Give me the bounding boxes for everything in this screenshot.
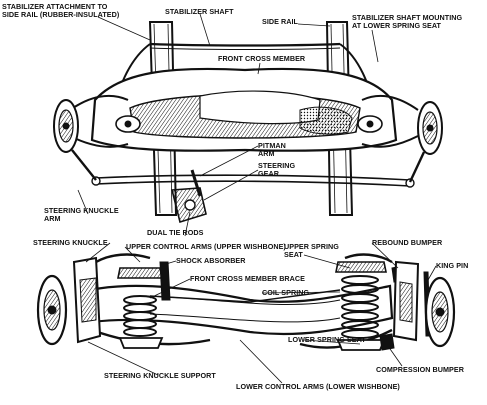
- label-king-pin: KING PIN: [436, 261, 469, 270]
- label-steering-knuckle: STEERING KNUCKLE: [33, 238, 108, 247]
- label-upper-spring-seat: UPPER SPRING SEAT: [284, 242, 339, 260]
- label-lower-control-arms: LOWER CONTROL ARMS (LOWER WISHBONE): [236, 382, 400, 391]
- front-cross-member: [90, 67, 398, 152]
- upper-spring-seat-right: [335, 261, 387, 273]
- lower-spring-seat-right: [336, 339, 386, 351]
- leader-lines: [77, 13, 437, 384]
- label-steering-gear: STEERING GEAR: [258, 161, 296, 179]
- coil-spring-left: [123, 295, 157, 337]
- dual-tie-rods: [91, 174, 415, 188]
- label-steering-knuckle-support: STEERING KNUCKLE SUPPORT: [104, 371, 216, 380]
- shock-absorber: [159, 261, 171, 301]
- label-dual-tie-rods: DUAL TIE RODS: [147, 228, 204, 237]
- wheel-hub-right-front: [424, 276, 456, 348]
- lower-arm-right-top: [361, 135, 419, 148]
- label-upper-control-arms: UPPER CONTROL ARMS (UPPER WISHBONE): [126, 242, 286, 251]
- label-stabilizer-attachment: STABILIZER ATTACHMENT TO SIDE RAIL (RUBB…: [2, 2, 120, 20]
- label-pitman-arm: PITMAN ARM: [258, 141, 286, 159]
- steering-knuckle-arm-right: [408, 151, 426, 183]
- label-steering-knuckle-arm: STEERING KNUCKLE ARM: [44, 206, 119, 224]
- steering-knuckle-right: [392, 260, 420, 342]
- pitman-arm: [190, 169, 202, 197]
- front-view-assembly: [36, 253, 456, 351]
- steering-gear: [170, 187, 207, 224]
- lower-spring-seat-left: [118, 337, 164, 349]
- cross-member-brace: [149, 289, 341, 303]
- label-compression-bumper: COMPRESSION BUMPER: [376, 365, 464, 374]
- coil-spring-right: [341, 275, 379, 339]
- upper-control-arms: [95, 253, 393, 264]
- label-stabilizer-shaft: STABILIZER SHAFT: [165, 7, 234, 16]
- label-front-cross-member: FRONT CROSS MEMBER: [218, 54, 306, 63]
- label-shock-absorber: SHOCK ABSORBER: [176, 256, 246, 265]
- label-stabilizer-mounting: STABILIZER SHAFT MOUNTING AT LOWER SPRIN…: [352, 13, 463, 31]
- label-coil-spring: COIL SPRING: [262, 288, 310, 297]
- label-rebound-bumper: REBOUND BUMPER: [372, 238, 443, 247]
- upper-arm-left-top: [69, 94, 129, 111]
- upper-arm-right-top: [361, 94, 419, 111]
- label-cross-member-brace: FRONT CROSS MEMBER BRACE: [190, 274, 306, 283]
- label-lower-spring-seat: LOWER SPRING SEAT: [288, 335, 366, 344]
- steering-knuckle-left: [72, 256, 102, 344]
- upper-spring-seat-left: [117, 267, 163, 279]
- top-view-assembly: [53, 21, 443, 224]
- label-side-rail: SIDE RAIL: [262, 17, 298, 26]
- compression-bumper: [379, 333, 395, 351]
- wheel-hub-right-top: [417, 101, 443, 155]
- steering-knuckle-arm-left: [71, 149, 97, 181]
- wheel-hub-left-front: [36, 274, 68, 346]
- wheel-hub-left-top: [53, 99, 79, 153]
